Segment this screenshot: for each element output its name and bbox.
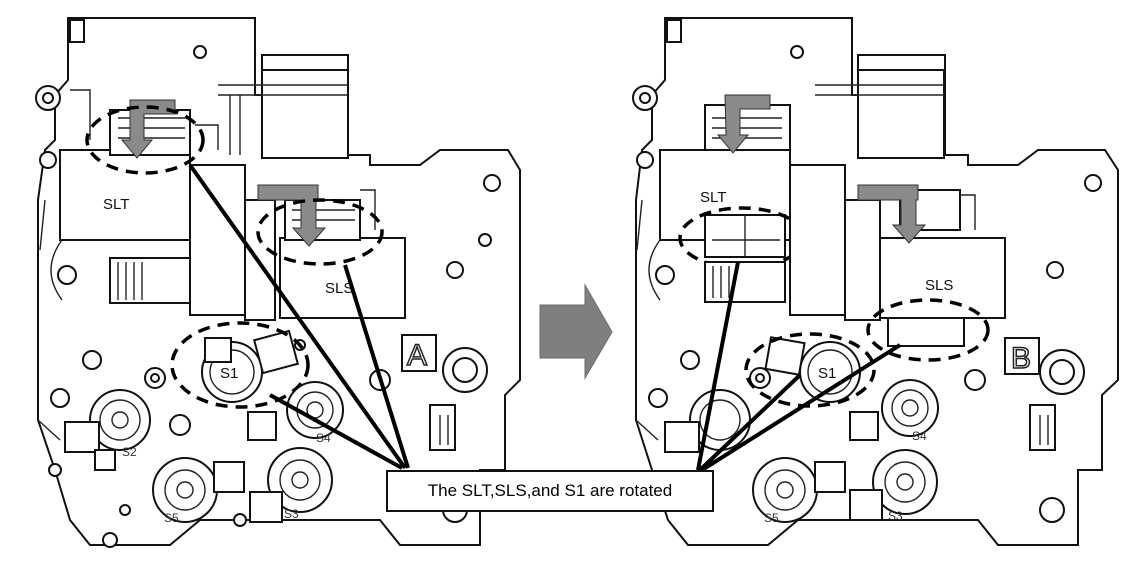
s2-label-before: S2 [122,445,137,459]
slt-label-before: SLT [103,196,129,213]
valve-body-after: SLT SLS B S1 S4 [632,17,1119,546]
valve-body-before: SLT SLS A S1 [35,17,521,548]
panel-letter-a: A [407,339,427,372]
s1-label-before: S1 [220,365,238,382]
s3-label-after: S3 [888,509,903,523]
s5-label-after: S5 [764,511,779,525]
s4-label-before: S4 [316,431,331,445]
sls-label-after: SLS [925,277,953,294]
panel-letter-b: B [1011,342,1031,375]
callout-lines [188,163,902,472]
s5-label-before: S5 [164,511,179,525]
s4-label-after: S4 [912,429,927,443]
transition-arrow [539,283,613,380]
sls-label-before: SLS [325,280,353,297]
slt-label-after: SLT [700,189,726,206]
s1-label-after: S1 [818,365,836,382]
rotation-note: The SLT,SLS,and S1 are rotated [386,470,714,512]
s3-label-before: S3 [284,507,299,521]
